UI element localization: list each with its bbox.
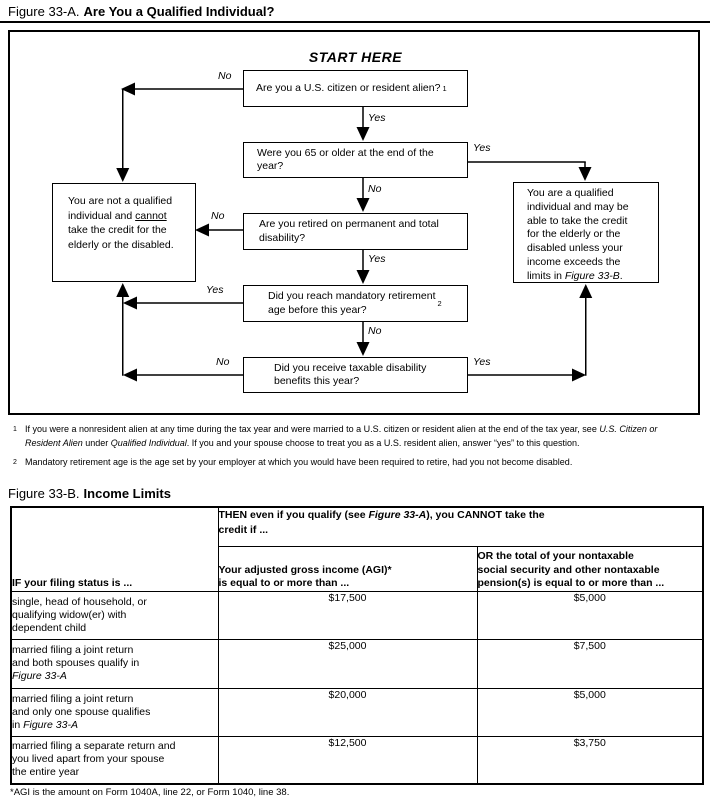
filing-status-cell: married filing a separate return and you… — [10, 735, 219, 785]
question-mandatory-retirement-text: Did you reach mandatory retirement age b… — [268, 290, 436, 316]
question-disability-retired-text: Are you retired on permanent and total d… — [259, 218, 439, 244]
question-citizen-text: Are you a U.S. citizen or resident alien… — [256, 81, 441, 94]
question-box-taxable-benefits: Did you receive taxable disability benef… — [243, 357, 468, 393]
table-row-single: single, head of household, or qualifying… — [10, 590, 704, 640]
footnote-ref-1-marker: 1 — [442, 83, 447, 93]
figure-a-title: Figure 33-A.Are You a Qualified Individu… — [8, 4, 274, 19]
question-box-age-65: Were you 65 or older at the end of the y… — [243, 142, 468, 178]
label-q5-yes: Yes — [473, 356, 491, 368]
header-filing-status: IF your filing status is ... — [10, 506, 219, 592]
filing-status-cell: married filing a joint return and both s… — [10, 638, 219, 689]
figure-a-title-text: Are You a Qualified Individual? — [83, 4, 275, 19]
table-header-row-columns: Your adjusted gross income (AGI)* is equ… — [11, 545, 704, 592]
qualified-text: You are a qualified individual and may b… — [527, 187, 629, 282]
question-taxable-benefits-text: Did you receive taxable disability benef… — [274, 361, 427, 388]
header-nontaxable-pension: OR the total of your nontaxable social s… — [476, 545, 704, 592]
flowchart-border — [8, 30, 700, 415]
agi-limit-cell: $17,500 — [217, 590, 478, 640]
question-box-disability-retired: Are you retired on permanent and total d… — [243, 213, 468, 250]
start-here-label: START HERE — [308, 49, 403, 65]
table-row-married-both-qualify: married filing a joint return and both s… — [10, 638, 704, 689]
label-q3-no: No — [211, 210, 225, 222]
figure-b-label: Figure 33-B. — [8, 486, 80, 501]
figure-33a-reference: Figure 33-A — [368, 509, 427, 521]
label-q3-yes: Yes — [368, 253, 386, 265]
pension-limit-cell: $5,000 — [476, 590, 704, 640]
table-header-row-then: IF your filing status is ... THEN even i… — [10, 506, 704, 592]
figure-b-title-text: Income Limits — [83, 486, 171, 501]
question-age-65-text: Were you 65 or older at the end of the y… — [257, 146, 434, 173]
pension-limit-cell: $5,000 — [476, 687, 704, 737]
title-rule — [0, 21, 710, 23]
income-limits-table: IF your filing status is ... THEN even i… — [10, 506, 704, 785]
filing-status-cell: married filing a joint return and only o… — [10, 687, 219, 737]
figure-33b-reference: Figure 33-B — [564, 269, 620, 282]
header-agi: Your adjusted gross income (AGI)* is equ… — [217, 545, 478, 592]
agi-limit-cell: $20,000 — [217, 687, 478, 737]
table-row-married-separate: married filing a separate return and you… — [10, 735, 704, 785]
agi-limit-cell: $12,500 — [217, 735, 478, 785]
header-then-cannot: THEN even if you qualify (see Figure 33-… — [217, 506, 704, 547]
agi-limit-cell: $25,000 — [217, 638, 478, 689]
question-box-citizen: Are you a U.S. citizen or resident alien… — [243, 70, 468, 107]
label-q1-no: No — [218, 70, 232, 82]
label-q4-yes: Yes — [206, 284, 224, 296]
pension-limit-cell: $3,750 — [476, 735, 704, 785]
result-box-not-qualified: You are not a qualified individual and c… — [52, 183, 196, 282]
result-box-qualified: You are a qualified individual and may b… — [513, 182, 659, 283]
not-qualified-text: You are not a qualified individual and c… — [68, 195, 174, 251]
agi-footnote: *AGI is the amount on Form 1040A, line 2… — [10, 787, 290, 798]
question-box-mandatory-retirement: Did you reach mandatory retirement age b… — [243, 285, 468, 322]
label-q1-yes: Yes — [368, 112, 386, 124]
pension-limit-cell: $7,500 — [476, 638, 704, 689]
footnote-ref-2-marker: 2 — [437, 298, 442, 308]
figure-b-title: Figure 33-B.Income Limits — [8, 486, 171, 501]
label-q4-no: No — [368, 325, 382, 337]
table-row-married-one-qualifies: married filing a joint return and only o… — [10, 687, 704, 737]
footnote-1-ref: 1 — [13, 426, 17, 433]
label-q2-yes: Yes — [473, 142, 491, 154]
figure-a-label: Figure 33-A. — [8, 4, 80, 19]
footnote-2-ref: 2 — [13, 459, 17, 466]
label-q5-no: No — [216, 356, 230, 368]
us-citizen-resident-alien-reference: U.S. Citizen or Resident Alien — [25, 424, 658, 448]
qualified-individual-reference: Qualified Individual — [110, 437, 187, 448]
label-q2-no: No — [368, 183, 382, 195]
filing-status-cell: single, head of household, or qualifying… — [10, 590, 219, 640]
cannot-underlined: cannot — [135, 209, 167, 222]
